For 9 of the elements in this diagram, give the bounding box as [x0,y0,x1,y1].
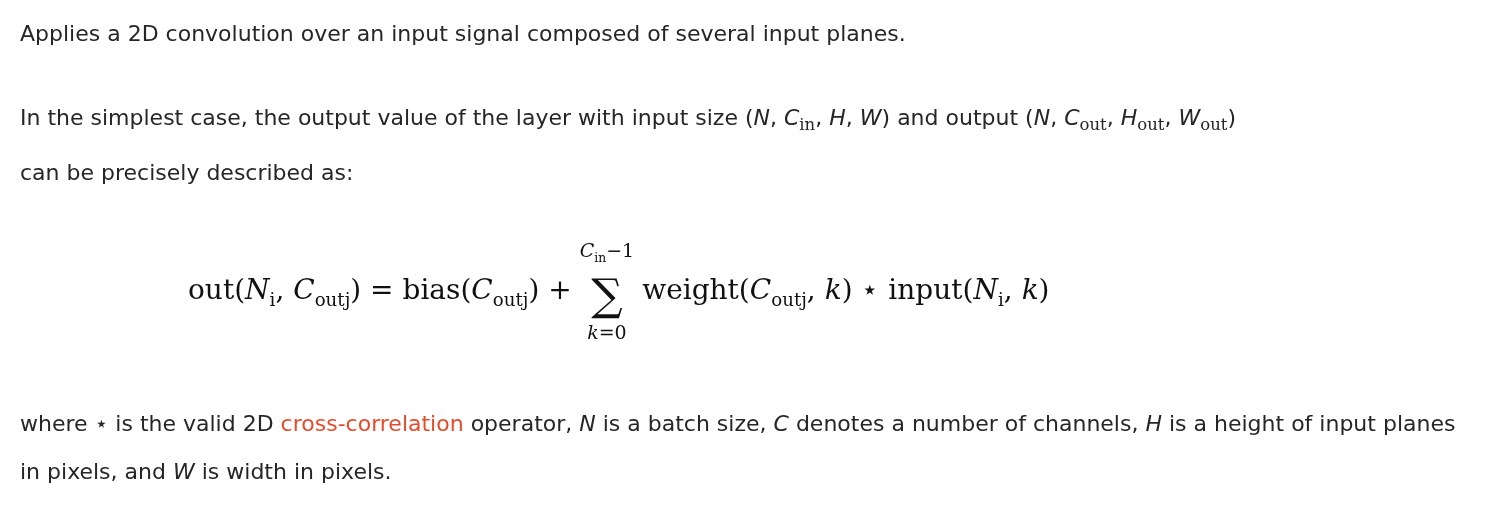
sum-upper-limit: C$_{in}$−1 [579,238,635,267]
formula-text: weight(C$_{out}$$_{j}$, k) ⋆ input(N$_{i}$, k) [642,272,1050,310]
paragraph: Applies a 2D convolution over an input signal composed of several input planes. [20,20,906,48]
link: cross-correlation [280,411,464,436]
formula-text: out(N$_{i}$, C$_{out}$$_{j}$) = bias(C$_{out}$$_{j}$) + [188,272,572,310]
paragraph: where ⋆ is the valid 2D cross-correlation operator, N is a batch size, C denotes a number of channels, H is a height of input planes in pixels, and W is width in pixels. [20,410,1457,486]
paragraph: In the simplest case, the output value of the layer with input size (N, C$_{in}$, H, W) and output (N, C$_{out}$, H$_{out}$, W$_{out}$) can be precisely described as: [20,104,1238,188]
summation-symbol: ∑ [591,269,623,320]
sum-lower-limit: k=0 [587,319,627,344]
